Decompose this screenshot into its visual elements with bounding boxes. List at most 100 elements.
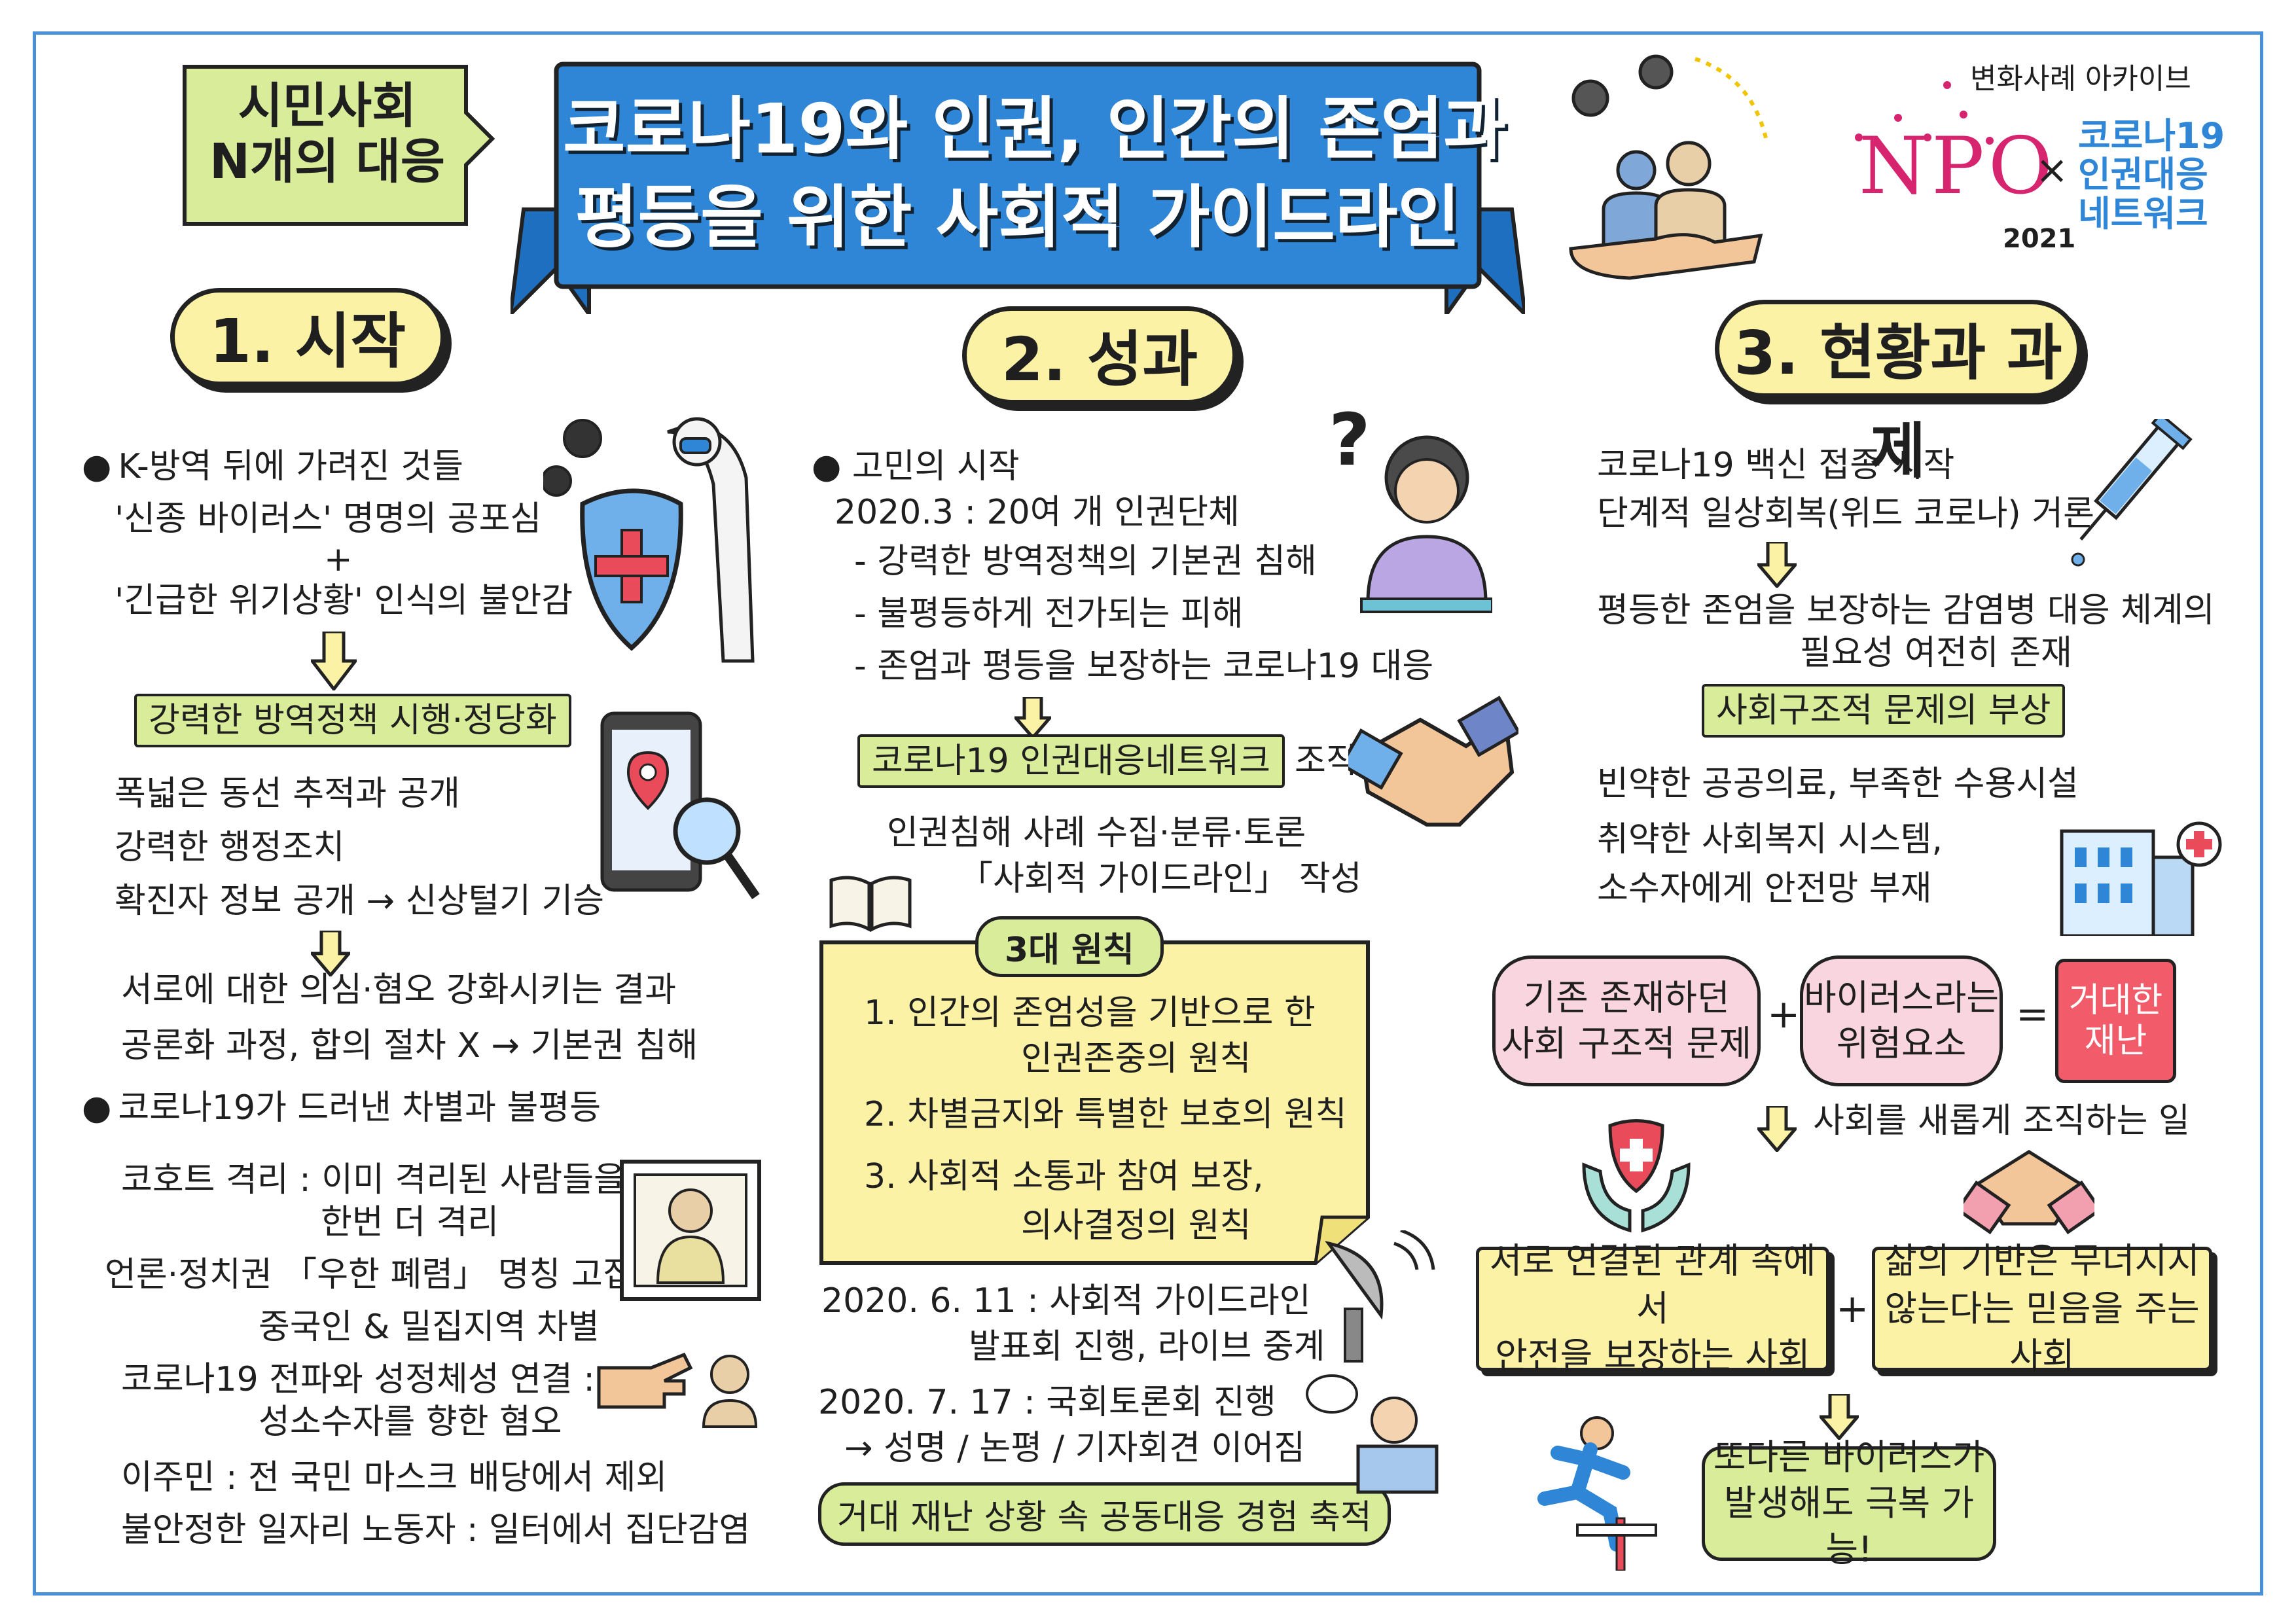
magnifier-icon xyxy=(673,797,741,865)
issue-2: - 불평등하게 전가되는 피해 xyxy=(854,594,1244,633)
badge-line-1: 시민사회 xyxy=(238,78,417,134)
overcome-line-2: 발생해도 극복 가능! xyxy=(1723,1482,1975,1570)
arrow-down-icon-6 xyxy=(1820,1394,1859,1440)
chinese-discrimination-text: 중국인 & 밀집지역 차별 xyxy=(259,1308,600,1347)
virus-icon-2 xyxy=(543,465,572,497)
need-system: 평등한 존엄을 보장하는 감염병 대응 체계의 xyxy=(1597,591,2215,630)
archive-label: 변화사례 아카이브 xyxy=(1970,62,2191,96)
migrants-text: 이주민 : 전 국민 마스크 배당에서 제외 xyxy=(121,1458,668,1497)
badge-line-2: N개의 대응 xyxy=(209,134,445,190)
network-line-3: 네트워크 xyxy=(2078,192,2208,234)
trust-society-line-2: 않는다는 믿음을 주는 사회 xyxy=(1884,1287,2200,1377)
structural-problem-text: 사회구조적 문제의 부상 xyxy=(1702,684,2066,738)
title-line-1: 코로나19와 인권, 인간의 존엄과 xyxy=(563,89,1507,169)
arrow-down-icon-3 xyxy=(1014,697,1051,739)
big-disaster-line-2: 재난 xyxy=(2084,1022,2147,1061)
principles-tag: 3대 원칙 xyxy=(975,916,1164,977)
heading-results: 2. 성과 xyxy=(962,306,1237,404)
speaker-icon xyxy=(1306,1374,1439,1494)
plus-sign: + xyxy=(324,540,353,579)
sexual-identity-link-text: 코로나19 전파와 성정체성 연결 : xyxy=(121,1360,595,1399)
network-line-2: 인권대응 xyxy=(2078,154,2208,196)
arrow-down-icon-4 xyxy=(1757,542,1797,588)
network-highlight-text: 코로나19 인권대응네트워크 xyxy=(857,734,1285,789)
case-collection: 인권침해 사례 수집·분류·토론 xyxy=(887,813,1306,853)
minority-safety-net: 소수자에게 안전망 부재 xyxy=(1597,869,1932,908)
event-june-b: 발표회 진행, 라이브 중계 xyxy=(969,1327,1325,1366)
issue-1: - 강력한 방역정책의 기본권 침해 xyxy=(854,542,1317,581)
arrow-down-icon xyxy=(311,632,357,690)
worried-woman-icon: ? xyxy=(1329,406,1492,613)
experience-highlight: 거대 재난 상황 속 공동대응 경험 축적 xyxy=(818,1482,1391,1546)
network-logo: 코로나19 인권대응 네트워크 xyxy=(2078,116,2225,234)
event-july: 2020. 7. 17 : 국회토론회 진행 xyxy=(818,1383,1276,1422)
principle-1b: 인권존중의 원칙 xyxy=(1021,1039,1251,1079)
people-in-hand-icon xyxy=(1569,54,1769,280)
network-org-suffix: 조직 xyxy=(1295,741,1357,781)
npo-logo: NPO xyxy=(1859,121,2057,212)
highlight-strong-policy-text: 강력한 방역정책 시행·정당화 xyxy=(134,694,571,748)
guideline-writing: 「사회적 가이드라인」 작성 xyxy=(959,859,1362,899)
anxiety-of-crisis: '긴급한 위기상황' 인식의 불안감 xyxy=(115,581,573,620)
principle-3: 3. 사회적 소통과 참여 보장, xyxy=(864,1157,1264,1196)
cohort-isolation-text-2: 한번 더 격리 xyxy=(321,1203,499,1242)
npo-dots xyxy=(1855,81,1994,145)
overcome-line-1: 또다른 바이러스가 xyxy=(1713,1436,1985,1478)
admin-measures-text: 강력한 행정조치 xyxy=(115,828,345,867)
pointing-hand-icon xyxy=(597,1352,758,1428)
worry-start: ● 고민의 시작 xyxy=(812,447,1020,486)
info-disclosure-text: 확진자 정보 공개 → 신상털기 기승 xyxy=(115,882,605,921)
rights-violation-text: 공론화 과정, 합의 절차 X → 기본권 침해 xyxy=(121,1026,698,1065)
virus-risk-line-1: 바이러스라는 xyxy=(1803,976,2000,1018)
page-frame xyxy=(33,31,2263,1596)
wuhan-naming-text: 언론·정치권 「우한 폐렴」 명칭 고집 : xyxy=(105,1255,656,1294)
syringe-icon xyxy=(2071,419,2193,567)
event-june: 2020. 6. 11 : 사회적 가이드라인 xyxy=(821,1281,1311,1321)
need-system-b: 필요성 여전히 존재 xyxy=(1800,633,2072,673)
handshake-icon xyxy=(1348,696,1518,827)
event-july-b: → 성명 / 논평 / 기자회견 이어짐 xyxy=(844,1429,1306,1468)
phone-map-icon xyxy=(600,711,760,899)
badge-text: 시민사회 N개의 대응 xyxy=(196,78,458,190)
hands-shield-icon xyxy=(1582,1119,1691,1233)
connected-safety-line-2: 안전을 보장하는 사회 xyxy=(1495,1335,1810,1377)
bullet-discrimination: 코로나19가 드러낸 차별과 불평등 xyxy=(82,1086,601,1131)
vaccine-start: 코로나19 백신 접종 시작 xyxy=(1597,446,1955,485)
title-text: 코로나19와 인권, 인간의 존엄과 평등을 위한 사회적 가이드라인 xyxy=(563,85,1507,262)
plus-sign-box: + xyxy=(1836,1286,1869,1332)
heading-status-tasks: 3. 현황과 과제 xyxy=(1715,300,2081,486)
principle-1: 1. 인간의 존엄성을 기반으로 한 xyxy=(864,993,1316,1033)
cohort-isolation-text: 코호트 격리 : 이미 격리된 사람들을 xyxy=(121,1160,625,1200)
equals-sign: = xyxy=(2016,991,2049,1037)
svg-text:?: ? xyxy=(1329,406,1371,482)
clasped-hands-icon xyxy=(1964,1150,2094,1235)
principle-2: 2. 차별금지와 특별한 보호의 원칙 xyxy=(864,1095,1347,1134)
title-banner xyxy=(511,62,1525,314)
arrow-down-icon-5 xyxy=(1757,1106,1797,1152)
unstable-workers-text: 불안정한 일자리 노동자 : 일터에서 집단감염 xyxy=(121,1510,751,1550)
title-line-2: 평등을 위한 사회적 가이드라인 xyxy=(575,177,1461,258)
suspicion-result-text: 서로에 대한 의심·혐오 강화시키는 결과 xyxy=(121,971,677,1010)
worry-start-text: 고민의 시작 xyxy=(852,447,1020,486)
book-icon xyxy=(829,876,912,933)
date-march-2020: 2020.3 : 20여 개 인권단체 xyxy=(834,493,1240,532)
highlight-strong-policy: 강력한 방역정책 시행·정당화 xyxy=(134,694,571,748)
isolated-person-icon xyxy=(620,1160,761,1301)
arrow-down-icon-2 xyxy=(311,931,350,976)
welfare-weak: 취약한 사회복지 시스템, xyxy=(1597,820,1943,859)
times-sign: × xyxy=(2036,147,2069,193)
rebuild-society: 사회를 새롭게 조직하는 일 xyxy=(1813,1101,2190,1141)
network-highlight: 코로나19 인권대응네트워크 조직 xyxy=(857,734,1357,789)
plus-sign-eq: + xyxy=(1767,991,1801,1037)
issue-3: - 존엄과 평등을 보장하는 코로나19 대응 xyxy=(854,647,1434,686)
shield-icon xyxy=(543,417,755,663)
existing-problem-line-1: 기존 존재하던 xyxy=(1523,976,1730,1018)
big-disaster-line-1: 거대한 xyxy=(2068,980,2163,1020)
existing-problem-line-2: 사회 구조적 문제 xyxy=(1501,1023,1752,1064)
heading-start: 1. 시작 xyxy=(170,288,445,386)
bullet-hidden-behind-k-quarantine: K-방역 뒤에 가려진 것들 xyxy=(82,445,463,490)
